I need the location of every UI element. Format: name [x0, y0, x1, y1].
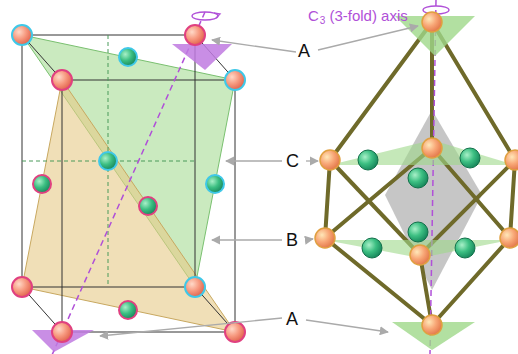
layer-label: A — [286, 310, 298, 328]
axis-label: (3-fold) axis — [329, 8, 407, 23]
layer-label: A — [298, 42, 310, 60]
layer-label: C — [286, 152, 299, 170]
layer-label: B — [286, 231, 298, 249]
axis-symbol: C — [308, 8, 319, 23]
axis-subscript: 3 — [320, 16, 326, 26]
